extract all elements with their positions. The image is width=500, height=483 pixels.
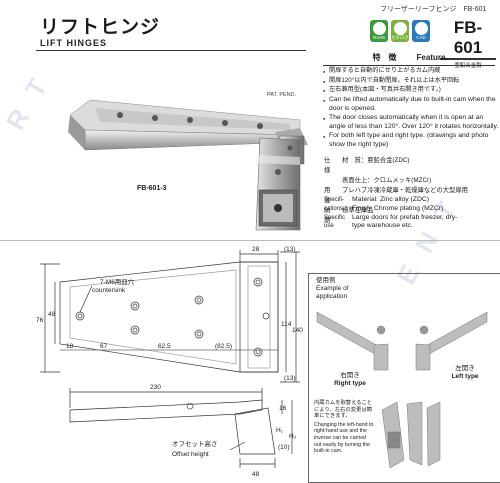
category-label: フリーザーリーフヒンジ FB-601 (380, 6, 487, 13)
list-item: Can be lifted automatically due to built… (323, 95, 499, 113)
specs-jp: 仕様材 質：亜鉛合金(ZDC) 表面仕上：クロムメッキ(MZCr) 用途プレハブ… (324, 157, 468, 224)
list-item: 開扉120°以内で自動閉扉。それ以上は水平回転 (323, 76, 499, 85)
svg-text:(13): (13) (284, 375, 296, 382)
technical-drawing: 7-M6用皿穴 countersink 28 (13) 76 48 18 67 … (36, 246, 303, 478)
svg-text:48: 48 (252, 471, 260, 478)
svg-text:H₂: H₂ (289, 433, 297, 440)
svg-text:28: 28 (252, 246, 260, 253)
cad-icon[interactable]: CAD (412, 20, 430, 42)
svg-text:18: 18 (66, 343, 74, 350)
product-photo (68, 99, 308, 231)
section-divider (0, 240, 500, 241)
list-item: For both left type and right type. (draw… (323, 131, 499, 149)
svg-text:67: 67 (100, 343, 108, 350)
svg-text:H₁: H₁ (276, 427, 284, 434)
svg-text:オフセット高さ: オフセット高さ (172, 439, 218, 448)
list-item: 開扉すると自動的にせり上がるカム内蔵 (323, 66, 499, 76)
svg-text:(82.5): (82.5) (215, 343, 232, 350)
photo-caption: FB-601-3 (137, 185, 167, 192)
svg-text:16: 16 (279, 405, 287, 412)
watermark-left: R T (0, 68, 56, 135)
product-code-text: FB-601 (440, 18, 496, 60)
list-item: The door closes automatically when it is… (323, 113, 499, 131)
svg-text:(13): (13) (284, 246, 296, 253)
title-underline (36, 50, 306, 51)
screw-hole-icon (117, 112, 263, 129)
svg-text:countersink: countersink (92, 287, 126, 294)
svg-text:(10): (10) (278, 444, 290, 451)
svg-text:48: 48 (48, 311, 56, 318)
specs-en: Specifi-Material: Zinc alloy (ZDC) catio… (324, 196, 458, 230)
svg-text:114: 114 (281, 321, 292, 328)
svg-text:140: 140 (292, 327, 303, 334)
svg-text:7-M6用皿穴: 7-M6用皿穴 (100, 277, 135, 286)
usage-note: 内蔵カムを取替えることにより、左右の変更は簡単にできます。 Changing t… (314, 400, 374, 455)
list-item: 左右兼用型(本図・写真共右開き用です。) (323, 85, 499, 95)
page-title-en: LIFT HINGES (40, 38, 107, 48)
usage-illustrations (316, 311, 488, 469)
catalog-icon: カタログ (391, 20, 409, 42)
rohs-icon: RoHS (370, 20, 388, 42)
badge-icons: RoHS カタログ CAD (370, 20, 430, 42)
usage-title: 使用例 Example of application (316, 277, 349, 300)
svg-text:62.5: 62.5 (158, 343, 171, 350)
svg-text:Offset height: Offset height (172, 451, 209, 458)
svg-text:230: 230 (150, 384, 161, 391)
svg-text:76: 76 (36, 317, 44, 324)
page-title: リフトヒンジ (40, 17, 161, 38)
feature-list-jp: 開扉すると自動的にせり上がるカム内蔵 開扉120°以内で自動閉扉。それ以上は水平… (323, 66, 499, 95)
feature-list-en: Can be lifted automatically due to built… (323, 95, 499, 149)
pat-pend-label: PAT. PEND. (267, 92, 297, 98)
